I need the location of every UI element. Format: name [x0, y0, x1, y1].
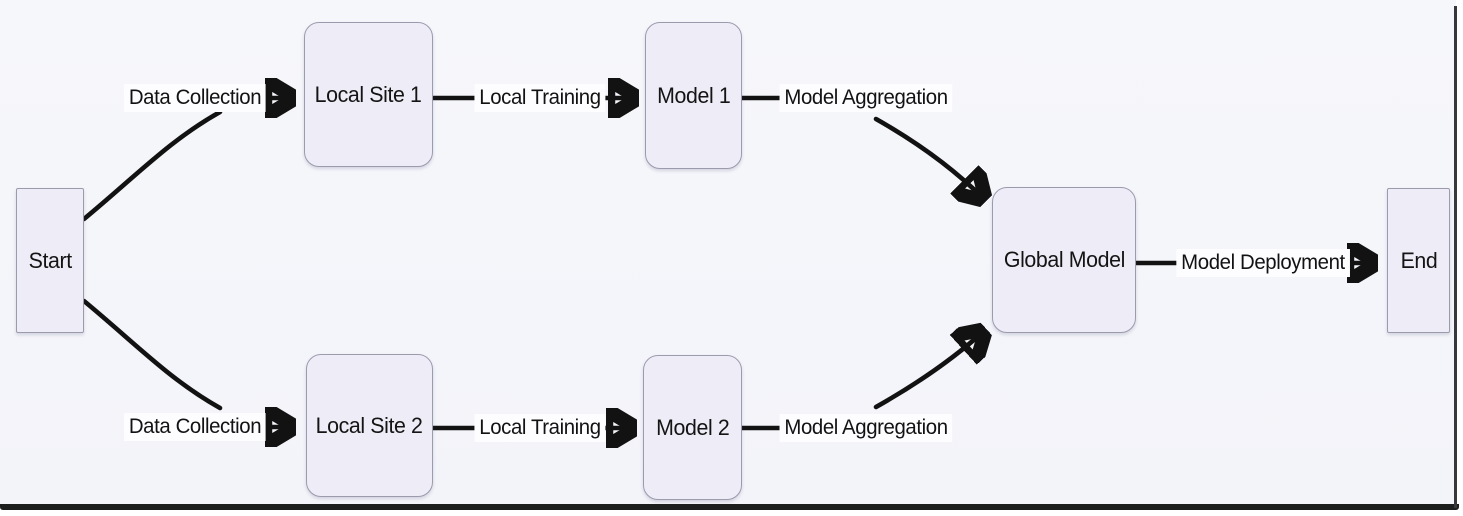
- node-start-label: Start: [28, 247, 72, 273]
- node-model-1-label: Model 1: [656, 82, 731, 108]
- node-local-site-2: Local Site 2: [306, 354, 433, 497]
- node-model-1: Model 1: [645, 22, 742, 169]
- node-end-label: End: [1400, 247, 1437, 273]
- node-local-site-1: Local Site 1: [304, 22, 433, 167]
- edge-label-model-deployment: Model Deployment: [1176, 249, 1350, 277]
- node-global-model: Global Model: [992, 187, 1136, 333]
- edge-label-local-training-top: Local Training: [474, 84, 606, 112]
- node-end: End: [1387, 188, 1450, 333]
- edge-label-model-aggregation-top: Model Aggregation: [779, 84, 953, 112]
- edge-label-local-training-bottom: Local Training: [474, 414, 606, 442]
- node-start: Start: [16, 188, 84, 333]
- node-model-2: Model 2: [643, 355, 742, 500]
- node-global-model-label: Global Model: [1003, 247, 1125, 272]
- node-local-site-2-label: Local Site 2: [316, 412, 423, 438]
- frame-right-border: [1454, 6, 1457, 508]
- frame-bottom-border: [0, 504, 1459, 510]
- edge-label-data-collection-bottom: Data Collection: [123, 413, 267, 441]
- edge-label-model-aggregation-bottom: Model Aggregation: [779, 414, 953, 442]
- node-model-2-label: Model 2: [655, 414, 730, 440]
- node-local-site-1-label: Local Site 1: [315, 81, 422, 107]
- edge-label-data-collection-top: Data Collection: [123, 84, 267, 112]
